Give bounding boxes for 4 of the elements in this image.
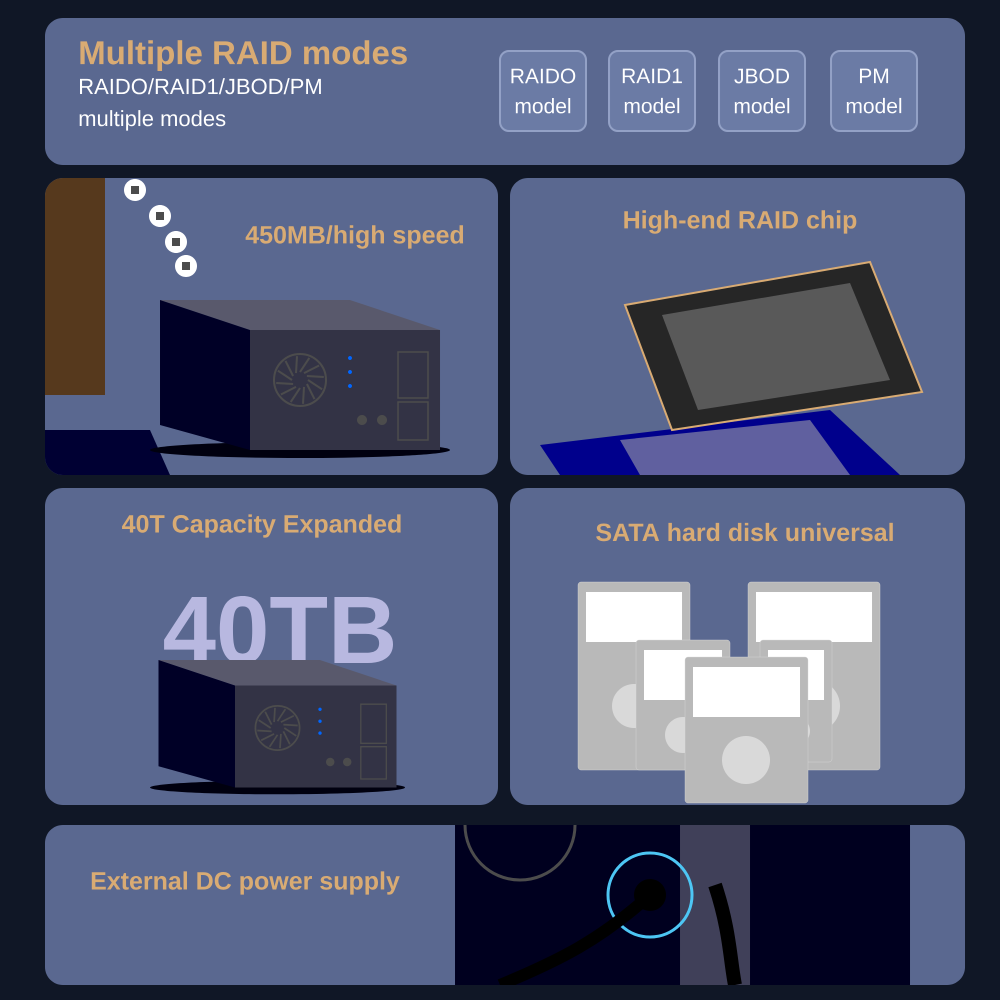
mode-button: RAID1 model <box>608 50 696 132</box>
mode-button: PM model <box>830 50 918 132</box>
mode-button: RAIDO model <box>499 50 587 132</box>
mode-button: JBOD model <box>718 50 806 132</box>
